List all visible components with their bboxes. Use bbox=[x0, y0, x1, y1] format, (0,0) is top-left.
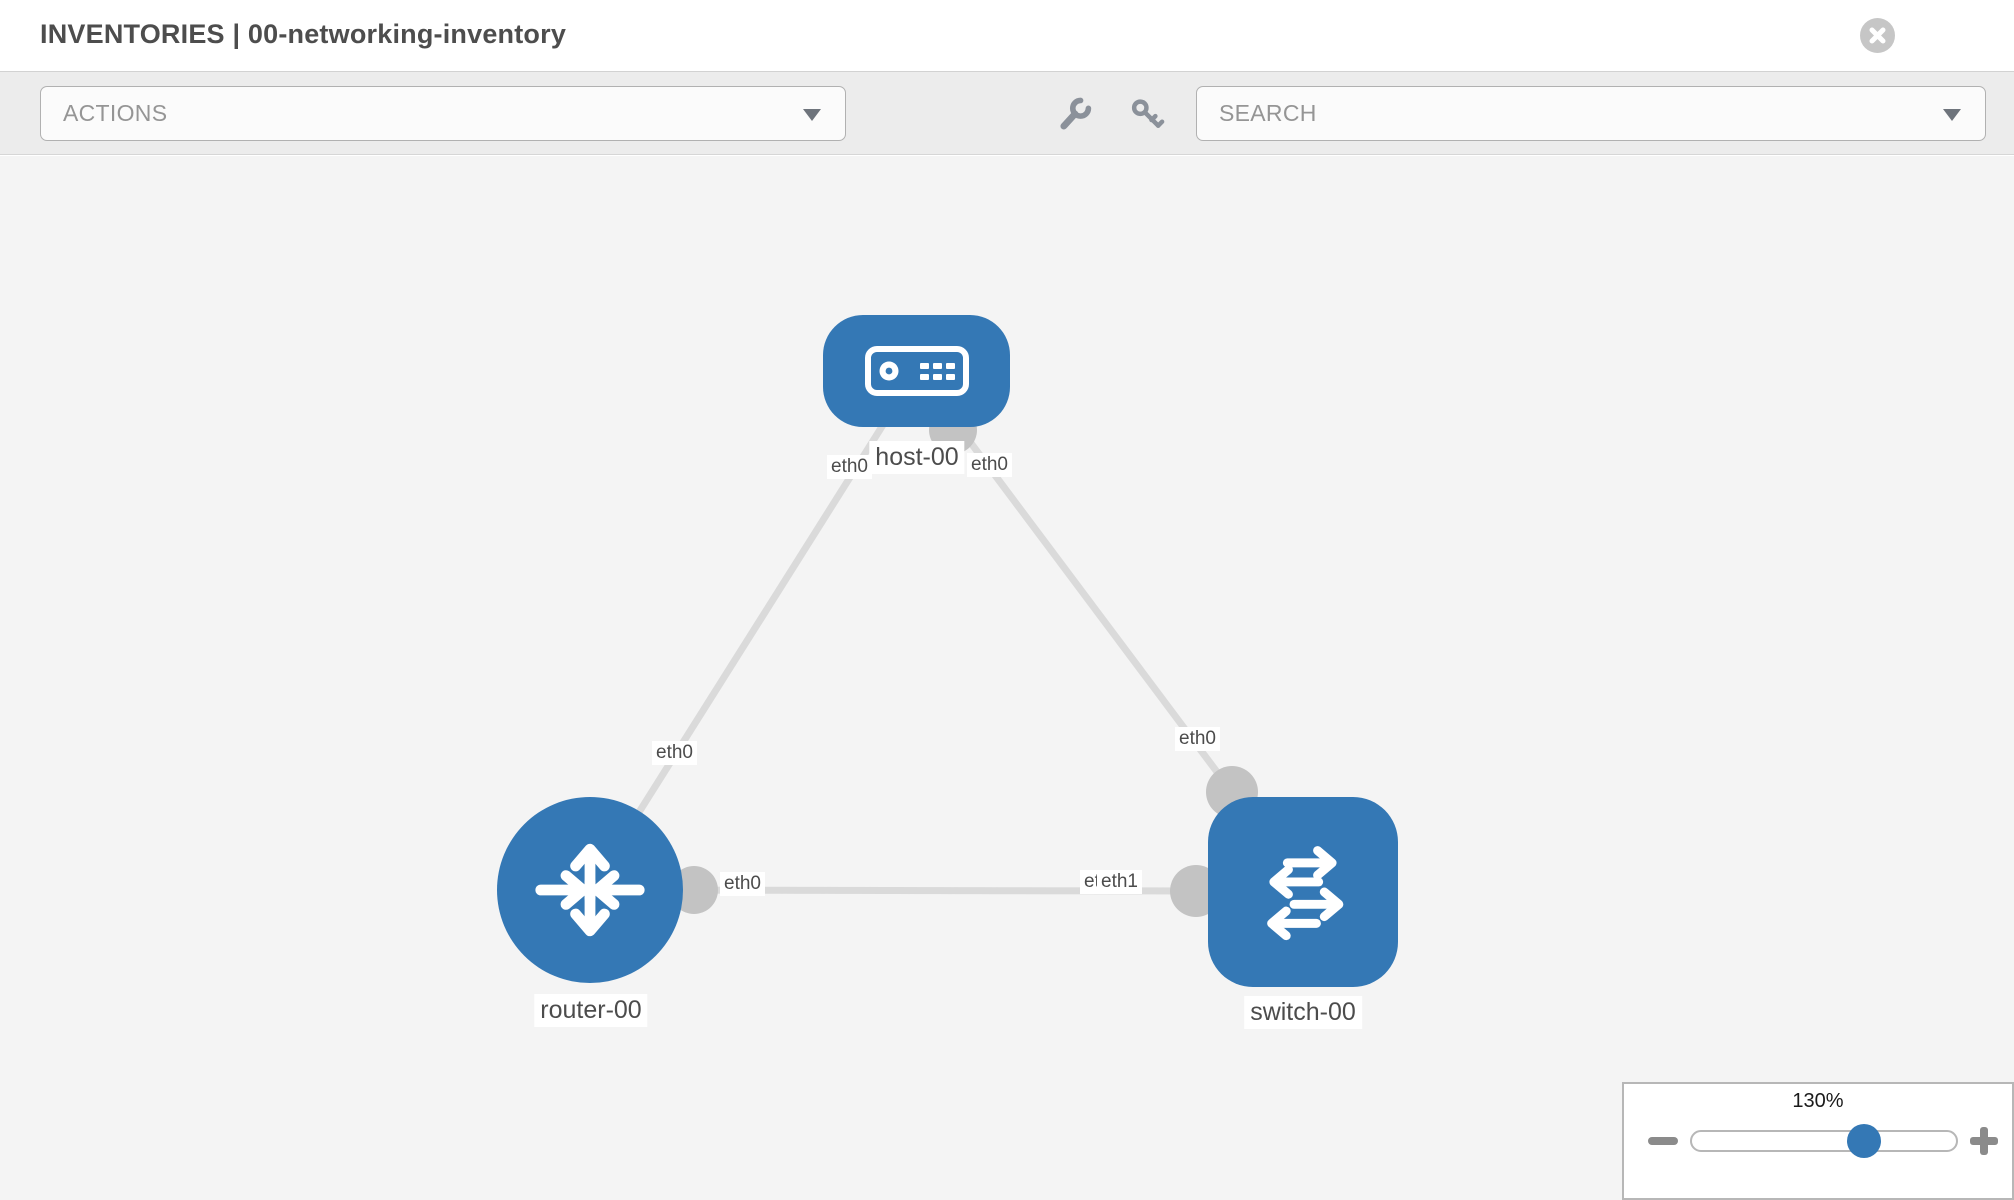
zoom-slider-track[interactable] bbox=[1690, 1124, 1958, 1158]
node-router-00[interactable] bbox=[497, 797, 683, 983]
chevron-down-icon bbox=[1943, 108, 1961, 121]
node-label-switch: switch-00 bbox=[1244, 996, 1362, 1029]
interface-label-router-eth0-link: eth0 bbox=[720, 872, 765, 896]
switch-icon bbox=[1267, 846, 1344, 941]
wrench-icon bbox=[1060, 97, 1092, 130]
zoom-out-button[interactable] bbox=[1648, 1137, 1678, 1145]
zoom-in-button[interactable] bbox=[1970, 1127, 1998, 1155]
interface-label-host-eth0-right: eth0 bbox=[967, 453, 1012, 477]
interface-label-switch-eth1: eth1 bbox=[1097, 870, 1142, 894]
zoom-slider-thumb[interactable] bbox=[1846, 1124, 1881, 1158]
configure-tools-button[interactable] bbox=[1056, 96, 1094, 134]
search-dropdown-label: SEARCH bbox=[1219, 100, 1317, 126]
node-switch-00[interactable] bbox=[1208, 797, 1398, 987]
search-dropdown[interactable]: SEARCH bbox=[1196, 86, 1986, 141]
credentials-button[interactable] bbox=[1128, 96, 1166, 134]
header: INVENTORIES | 00-networking-inventory bbox=[0, 0, 2014, 71]
topology-canvas[interactable]: host-00 router-00 switch-00 eth0 eth0 et… bbox=[0, 156, 2014, 1200]
chevron-down-icon bbox=[803, 108, 821, 121]
interface-label-switch-eth0-top: eth0 bbox=[1175, 727, 1220, 751]
key-icon bbox=[1131, 99, 1165, 128]
node-host-00[interactable] bbox=[823, 315, 1010, 427]
zoom-level: 130% bbox=[1792, 1090, 1844, 1112]
toolbar: ACTIONS SEARCH bbox=[0, 71, 2014, 155]
close-button[interactable] bbox=[1860, 18, 1895, 53]
actions-dropdown-label: ACTIONS bbox=[63, 100, 168, 126]
page-title: INVENTORIES | 00-networking-inventory bbox=[40, 19, 567, 49]
links-layer bbox=[587, 368, 1235, 895]
actions-dropdown[interactable]: ACTIONS bbox=[40, 86, 846, 141]
host-icon bbox=[864, 346, 969, 396]
node-label-host: host-00 bbox=[869, 441, 965, 474]
interface-label-host-eth0-left: eth0 bbox=[827, 455, 872, 479]
zoom-panel: 130% bbox=[1622, 1082, 2014, 1200]
router-icon bbox=[535, 843, 645, 937]
plus-icon bbox=[1980, 1127, 1988, 1155]
node-label-router: router-00 bbox=[534, 994, 648, 1027]
interface-label-router-eth0-top: eth0 bbox=[652, 741, 697, 765]
close-icon bbox=[1869, 27, 1886, 44]
